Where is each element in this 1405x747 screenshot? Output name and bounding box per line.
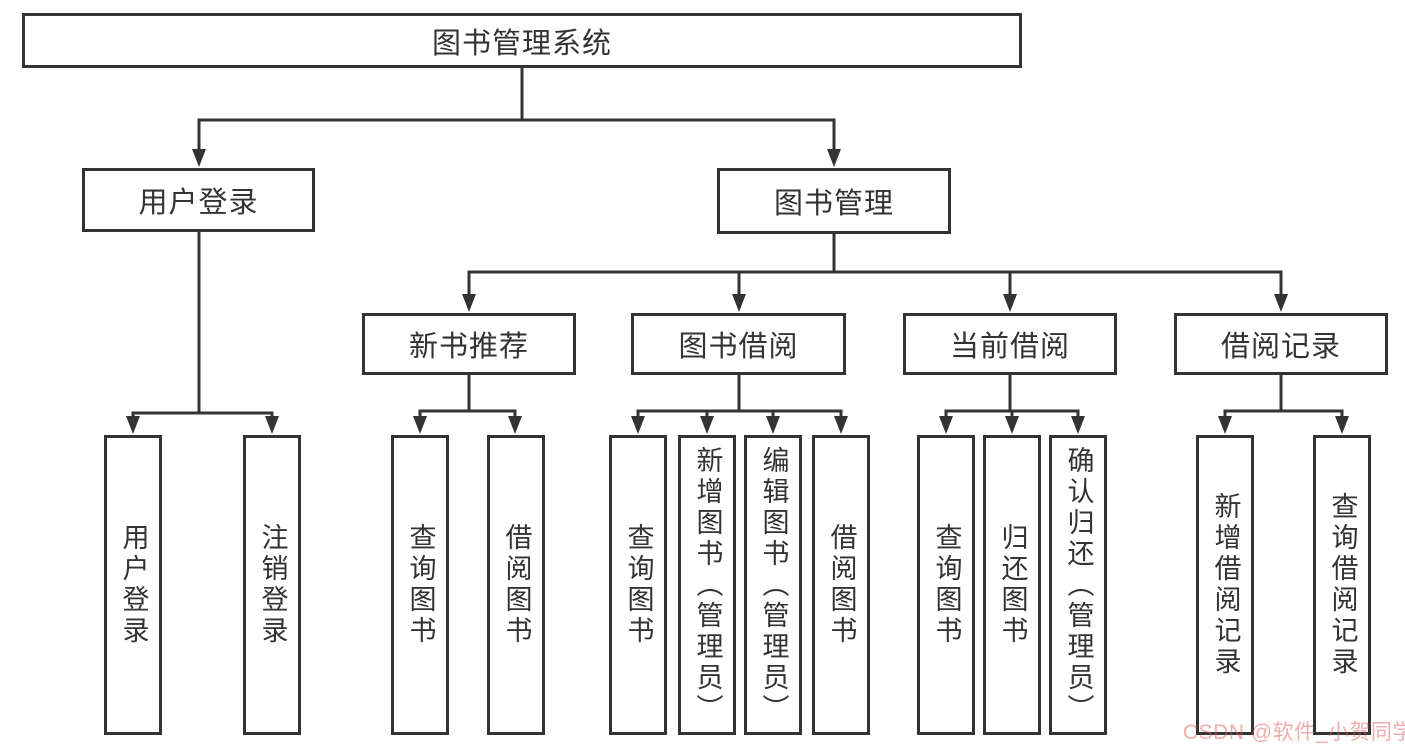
leaf-borrow-books-1: 借阅图书 (487, 435, 545, 735)
leaf-query-books-1: 查询图书 (391, 435, 449, 735)
leaf-borrow-books-2: 借阅图书 (812, 435, 870, 735)
leaf-query-books-2: 查询图书 (609, 435, 667, 735)
leaf-logout: 注销登录 (243, 435, 301, 735)
leaf-label: 查询图书 (405, 523, 436, 647)
leaf-label: 借阅图书 (501, 523, 532, 647)
node-current-borrowing: 当前借阅 (903, 313, 1117, 375)
leaf-confirm-return-admin: 确认归还（管理员） (1049, 435, 1107, 735)
leaf-query-books-3: 查询图书 (917, 435, 975, 735)
node-label: 图书借阅 (678, 331, 799, 363)
node-new-book-recommend: 新书推荐 (362, 313, 576, 375)
leaf-label: 借阅图书 (826, 523, 857, 647)
leaf-label: 归还图书 (997, 523, 1028, 647)
node-label: 当前借阅 (949, 331, 1070, 363)
node-user-login-branch: 用户登录 (82, 168, 315, 232)
node-label: 图书管理 (773, 188, 894, 220)
csdn-watermark: CSDN @软件_小贺同学 (1183, 721, 1405, 744)
leaf-label: 查询借阅记录 (1327, 492, 1358, 678)
leaf-add-books-admin: 新增图书（管理员） (678, 435, 736, 735)
leaf-label: 查询图书 (623, 523, 654, 647)
leaf-query-borrow-record: 查询借阅记录 (1313, 435, 1371, 735)
leaf-label: 查询图书 (931, 523, 962, 647)
leaf-return-books: 归还图书 (983, 435, 1041, 735)
node-book-borrowing: 图书借阅 (631, 313, 846, 375)
node-borrowing-records: 借阅记录 (1174, 313, 1388, 375)
leaf-edit-books-admin: 编辑图书（管理员） (744, 435, 802, 735)
node-label: 新书推荐 (408, 331, 529, 363)
leaf-label: 用户登录 (118, 523, 149, 647)
node-book-management-system: 图书管理系统 (22, 13, 1022, 68)
arrowheads (126, 149, 1349, 434)
leaf-user-login: 用户登录 (104, 435, 162, 735)
leaf-label: 编辑图书（管理员） (758, 445, 789, 725)
leaf-label: 新增图书（管理员） (692, 445, 723, 725)
node-label: 用户登录 (138, 187, 259, 219)
leaf-label: 确认归还（管理员） (1063, 445, 1094, 725)
node-book-management-branch: 图书管理 (717, 168, 951, 234)
leaf-label: 新增借阅记录 (1210, 492, 1241, 678)
node-label: 借阅记录 (1220, 331, 1341, 363)
node-label: 图书管理系统 (431, 27, 612, 60)
leaf-label: 注销登录 (257, 523, 288, 647)
leaf-add-borrow-record: 新增借阅记录 (1196, 435, 1254, 735)
